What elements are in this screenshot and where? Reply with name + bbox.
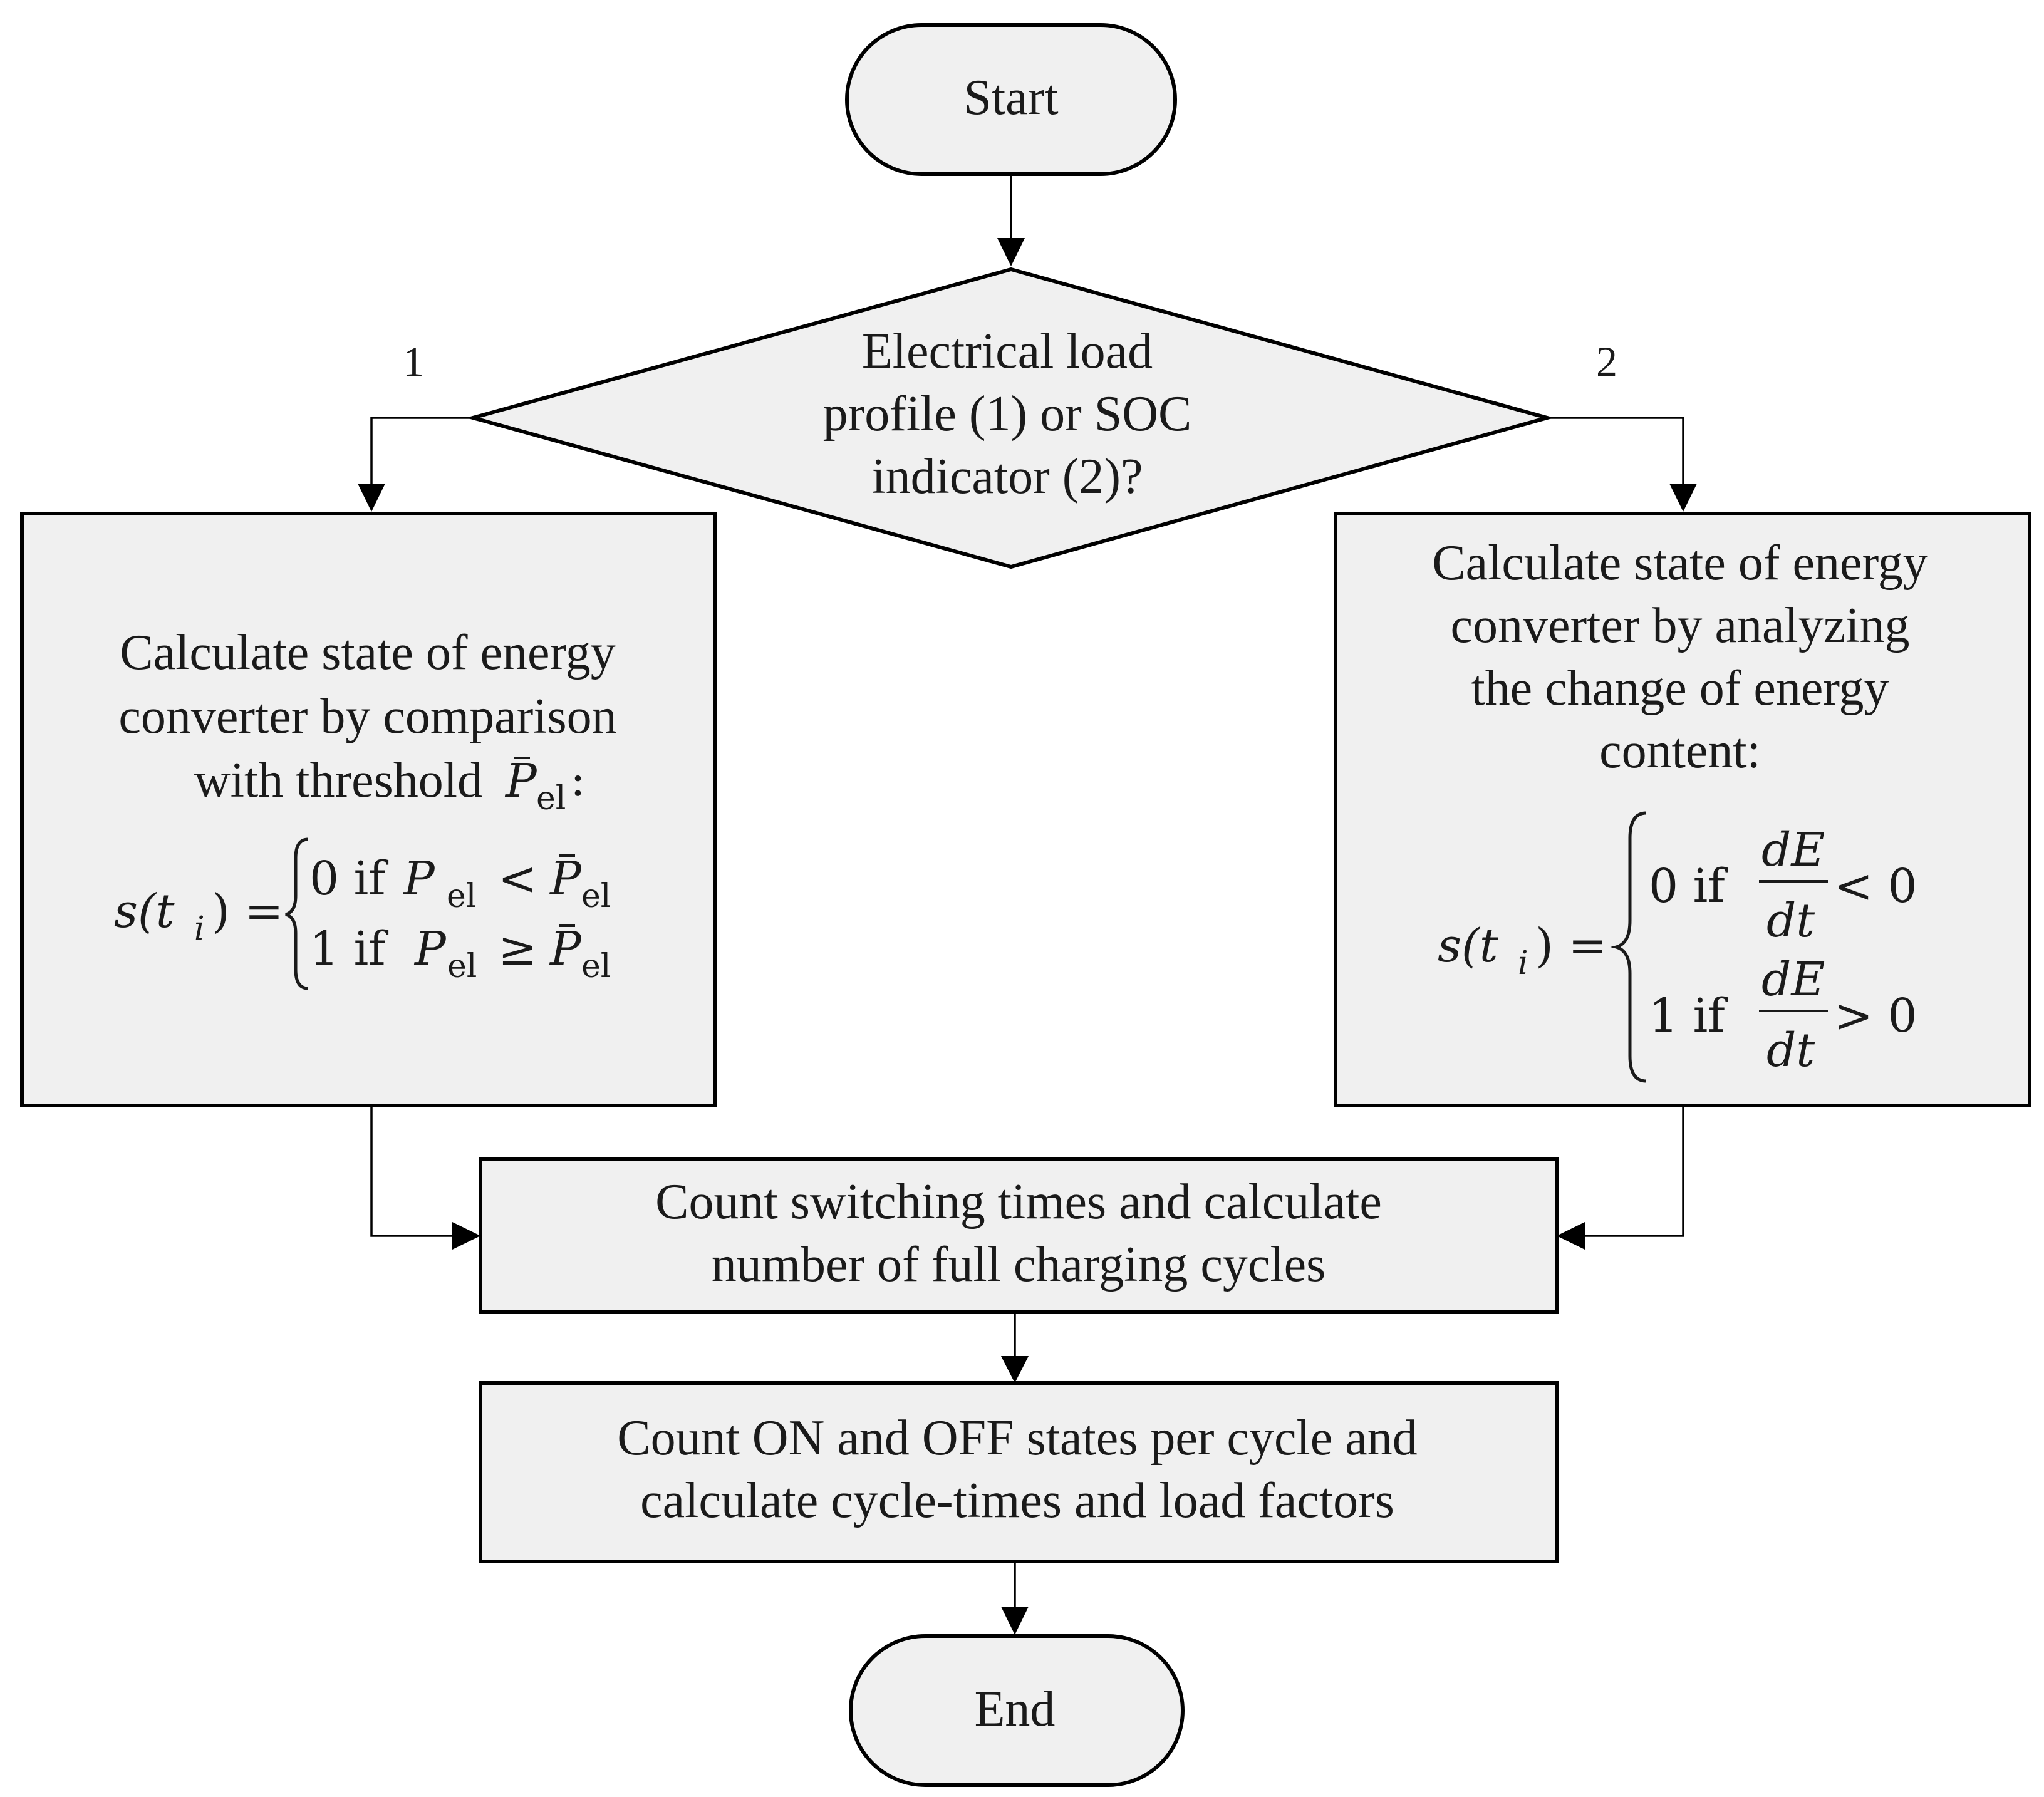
svg-text:i: i (194, 910, 205, 948)
arrowhead-right-box (1669, 484, 1697, 512)
decision-line-1: Electrical load (862, 324, 1153, 379)
svg-text:i: i (1518, 945, 1528, 982)
svg-text:el: el (581, 948, 611, 985)
svg-text:0 if: 0 if (1649, 859, 1728, 913)
svg-text:<: < (498, 852, 537, 906)
decision-line-3: indicator (2)? (871, 449, 1143, 504)
svg-text:≥: ≥ (498, 922, 537, 976)
start-terminal: Start (845, 23, 1177, 176)
connector-decision-left (370, 417, 473, 485)
left-box-line-3: with threshold (194, 753, 482, 808)
arrowhead-count-right (1557, 1222, 1585, 1250)
left-process-box: Calculate state of energy converter by c… (20, 512, 717, 1107)
connector-right-count (1581, 1106, 1684, 1237)
svg-text:el: el (536, 780, 566, 817)
end-terminal: End (849, 1634, 1185, 1787)
svg-text::: : (570, 753, 586, 807)
svg-text:P: P (413, 922, 447, 976)
svg-text:el: el (581, 878, 611, 915)
svg-text:s(t: s(t (114, 884, 175, 938)
count-box-line-2: number of full charging cycles (712, 1237, 1325, 1292)
count-box-line-1: Count switching times and calculate (655, 1174, 1382, 1230)
connectors (358, 174, 1697, 1635)
connector-left-count (370, 1106, 456, 1237)
svg-text:) =: ) = (1535, 919, 1607, 973)
svg-text:> 0: > 0 (1834, 989, 1917, 1043)
branch-label-right: 2 (1596, 338, 1617, 385)
threshold-symbol: P el : (504, 753, 586, 817)
count-states-box: Count ON and OFF states per cycle and ca… (479, 1381, 1559, 1563)
svg-text:1 if: 1 if (1649, 989, 1728, 1043)
svg-text:P: P (549, 922, 582, 976)
states-box-line-1: Count ON and OFF states per cycle and (617, 1411, 1418, 1466)
left-formula: s(t i ) = 0 if P el < P el 1 if P el ≥ P… (114, 837, 611, 990)
arrowhead-count-left (452, 1222, 480, 1250)
right-box-line-2: converter by analyzing (1450, 598, 1909, 653)
right-box-line-3: the change of energy (1471, 661, 1889, 716)
end-label: End (975, 1682, 1056, 1737)
decision-diamond: Electrical load profile (1) or SOC indic… (465, 267, 1555, 569)
count-switching-box: Count switching times and calculate numb… (479, 1157, 1559, 1314)
branch-label-left: 1 (403, 338, 424, 385)
svg-text:< 0: < 0 (1834, 859, 1917, 913)
right-process-box: Calculate state of energy converter by a… (1334, 512, 2031, 1107)
left-box-line-1: Calculate state of energy (120, 625, 616, 680)
svg-text:dt: dt (1766, 894, 1815, 948)
svg-text:dE: dE (1761, 823, 1825, 877)
connector-decision-right (1547, 417, 1684, 485)
states-box-line-2: calculate cycle-times and load factors (640, 1473, 1394, 1528)
left-box-line-2: converter by comparison (118, 689, 616, 744)
svg-text:el: el (447, 878, 476, 915)
svg-text:P: P (504, 754, 537, 808)
right-formula: s(t i ) = 0 if dE dt < 0 1 if dE dt > 0 (1438, 811, 1917, 1083)
arrowhead-end (1001, 1607, 1029, 1635)
svg-text:P: P (549, 852, 582, 906)
start-label: Start (963, 70, 1058, 125)
svg-text:) =: ) = (212, 884, 283, 938)
svg-text:dE: dE (1761, 953, 1825, 1007)
svg-text:1 if: 1 if (309, 922, 388, 976)
svg-text:s(t: s(t (1438, 919, 1498, 973)
arrowhead-states (1001, 1356, 1029, 1383)
svg-text:P: P (402, 852, 435, 906)
right-box-line-1: Calculate state of energy (1432, 536, 1928, 591)
svg-text:el: el (447, 948, 477, 985)
svg-text:0 if: 0 if (309, 852, 388, 906)
arrowhead-left-box (358, 484, 385, 512)
right-box-line-4: content: (1599, 723, 1761, 779)
arrowhead-decision (997, 238, 1025, 266)
svg-text:dt: dt (1766, 1023, 1815, 1077)
decision-line-2: profile (1) or SOC (823, 386, 1192, 442)
